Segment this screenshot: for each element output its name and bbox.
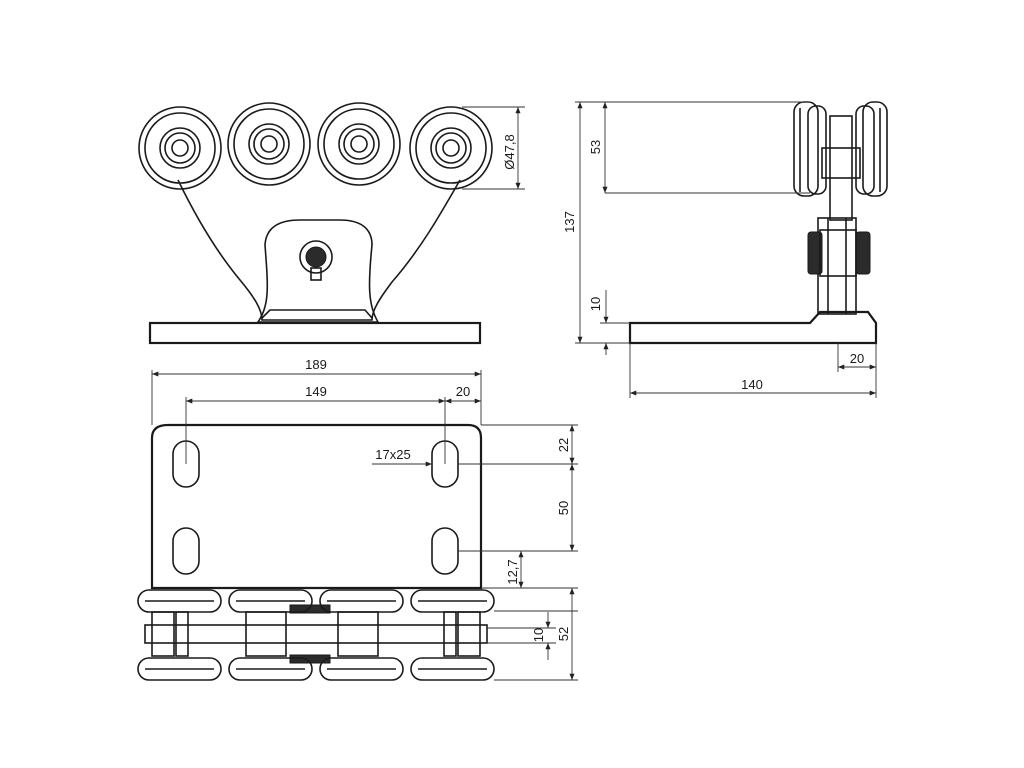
front-bolt: [299, 240, 333, 274]
dim-12-7: 12,7: [505, 559, 520, 584]
dim-149: 149: [305, 384, 327, 399]
dim-189: 189: [305, 357, 327, 372]
front-mount: [256, 219, 380, 323]
dim-50: 50: [556, 501, 571, 515]
dim-52: 52: [556, 627, 571, 641]
side-view: 53 137 10 20 140: [562, 101, 888, 398]
dim-20-side: 20: [850, 351, 864, 366]
dim-10-bottom: 10: [531, 628, 546, 642]
slot-bottom-right: [431, 527, 459, 575]
side-base-plate: [628, 310, 878, 345]
front-view: Ø47,8: [138, 102, 525, 345]
dim-53: 53: [588, 140, 603, 154]
dim-22: 22: [556, 438, 571, 452]
dim-10-side: 10: [588, 297, 603, 311]
dim-diameter: Ø47,8: [502, 134, 517, 169]
front-wheel-3: [317, 102, 401, 186]
slot-bottom-left: [172, 527, 200, 575]
front-wheel-1: [138, 106, 222, 190]
dim-20-top: 20: [456, 384, 470, 399]
front-wheel-4: [409, 106, 493, 190]
dim-slot-size: 17x25: [375, 447, 410, 462]
dim-137: 137: [562, 211, 577, 233]
front-base-plate: [148, 321, 482, 345]
front-wheel-2: [227, 102, 311, 186]
top-wheel-assembly: [137, 589, 495, 681]
dim-140: 140: [741, 377, 763, 392]
top-view: 189 149 20 17x25 22 50 12,7 10 52: [137, 357, 578, 681]
front-bracket-body: [177, 179, 461, 321]
